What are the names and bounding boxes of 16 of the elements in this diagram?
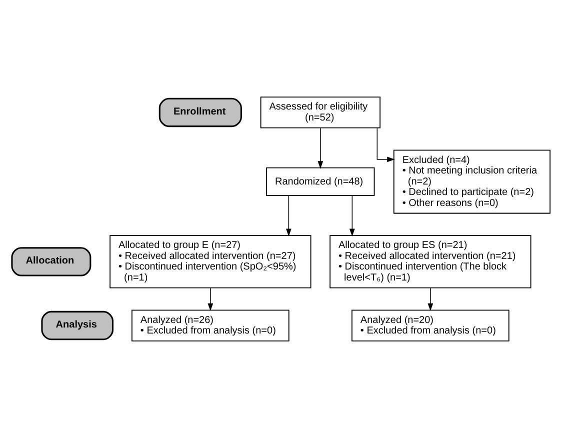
- arrow: [318, 128, 324, 169]
- node-box: Excluded (n=4) • Not meeting inclusion criteria (n=2) • Declined to participate (n=2) • Other reasons (n=0): [393, 150, 550, 214]
- node-box: Analyzed (n=20) • Excluded from analysis (n=0): [352, 310, 510, 342]
- node-box: Analysis: [41, 310, 114, 340]
- node-box: Allocated to group E (n=27) • Received allocated intervention (n=27) • Discontinued intervention (SpO₂<95%) (n=1): [110, 235, 312, 288]
- arrow: [286, 195, 292, 236]
- arrow: [376, 128, 395, 162]
- node-box: Enrollment: [158, 98, 242, 128]
- node-box: Analyzed (n=26) • Excluded from analysis (n=0): [132, 310, 290, 342]
- node-box: Allocated to group ES (n=21) • Received allocated intervention (n=21) • Discontinued intervention (The block level<T₆) (n=1): [330, 235, 532, 288]
- arrow: [208, 288, 214, 312]
- arrow: [349, 195, 355, 236]
- node-box: Assessed for eligibility (n=52): [260, 96, 380, 128]
- arrow: [428, 288, 434, 312]
- node-box: Allocation: [11, 247, 92, 276]
- node-box: Randomized (n=48): [266, 167, 375, 196]
